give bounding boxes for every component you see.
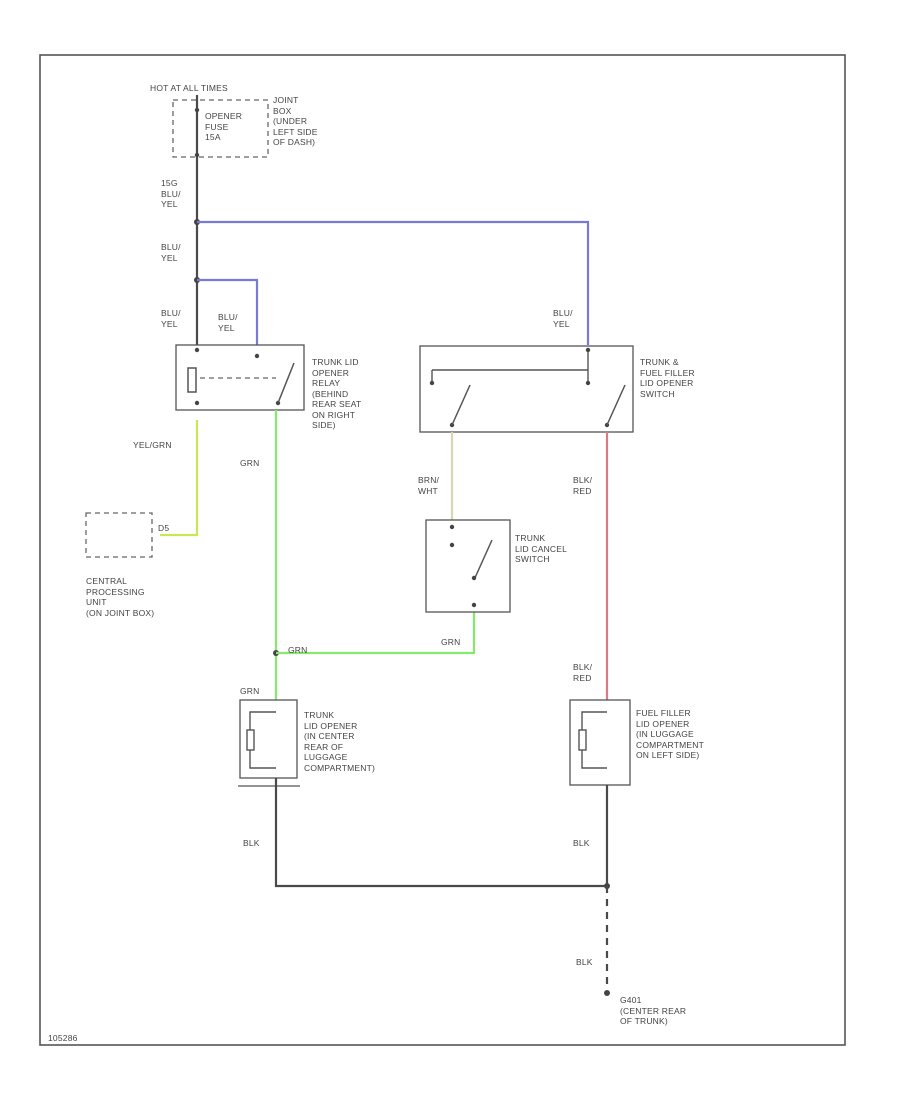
hot-at-all-times-label: HOT AT ALL TIMES [150,83,228,93]
wire-blu-yel-branch-right [197,220,590,345]
wire-label-blk-red-1: BLK/ RED [573,475,593,496]
relay-coil [187,367,197,393]
wire-label-blk-red-2: BLK/ RED [573,662,593,683]
cpu-box [85,512,153,558]
wire-blk-trunk [274,778,607,888]
joint-box-label: JOINT BOX (UNDER LEFT SIDE OF DASH) [273,95,318,147]
fuse-wire-label: 15G BLU/ YEL [161,178,181,209]
switch-blade-fuel [606,384,626,426]
wire-label-blk-1: BLK [243,838,260,848]
wire-label-blk-2: BLK [573,838,590,848]
wire-blu-yel-branch-relay [197,278,259,345]
cancel-term-top [449,524,455,530]
wire-label-blu-yel-2: BLU/ YEL [161,242,181,263]
cancel-term-pivot [471,575,477,581]
cancel-switch-box [425,519,511,613]
cancel-term-bot [471,602,477,608]
opener-fuse-label: OPENER FUSE 15A [205,111,243,142]
trunk-fuel-switch-label: TRUNK & FUEL FILLER LID OPENER SWITCH [640,357,695,399]
fuse-terminal-top [194,107,200,113]
trunk-opener-label: TRUNK LID OPENER (IN CENTER REAR OF LUGG… [304,710,376,773]
trunk-opener-coil [246,729,255,751]
relay-term-2 [194,400,200,406]
cancel-term-mid [449,542,455,548]
footer-code: 105286 [48,1033,78,1043]
relay-term-1 [194,347,200,353]
ground-label: G401 (CENTER REAR OF TRUNK) [620,995,687,1026]
wire-label-brn-wht: BRN/ WHT [418,475,440,496]
cancel-blade [473,539,493,581]
trunk-opener-box [239,699,298,779]
wire-yel-grn [160,420,199,537]
wire-label-blu-yel-1: BLU/ YEL [553,308,573,329]
relay-contact [277,362,295,404]
trunk-cancel-switch-label: TRUNK LID CANCEL SWITCH [515,533,568,564]
fuse-terminal-bottom [194,152,200,158]
wire-label-blu-yel-4: BLU/ YEL [218,312,238,333]
wire-label-blk-3: BLK [576,957,593,967]
ground-point [604,990,610,996]
wire-label-blu-yel-3: BLU/ YEL [161,308,181,329]
joint-box-outline [172,99,269,158]
wire-label-grn-4: GRN [240,686,260,696]
cpu-pin-label: D5 [158,523,170,533]
switch-blade-trunk [451,384,471,426]
cpu-label: CENTRAL PROCESSING UNIT (ON JOINT BOX) [86,576,155,618]
wire-label-yel-grn: YEL/GRN [133,440,172,450]
diagram-frame [39,54,846,1046]
wire-grn-to-cancel [276,612,476,655]
wire-label-grn-1: GRN [240,458,260,468]
fuel-opener-box [569,699,631,786]
trunk-relay-box [175,344,305,411]
fuel-opener-label: FUEL FILLER LID OPENER (IN LUGGAGE COMPA… [636,708,704,760]
switch-term-top [585,347,591,353]
wire-label-grn-3: GRN [441,637,461,647]
switch-term-b [585,380,591,386]
fuel-opener-coil [578,729,587,751]
wire-label-grn-2: GRN [288,645,308,655]
switch-term-a [429,380,435,386]
relay-term-3 [254,353,260,359]
trunk-relay-label: TRUNK LID OPENER RELAY (BEHIND REAR SEAT… [312,357,362,430]
trunk-fuel-switch-box [419,345,634,433]
